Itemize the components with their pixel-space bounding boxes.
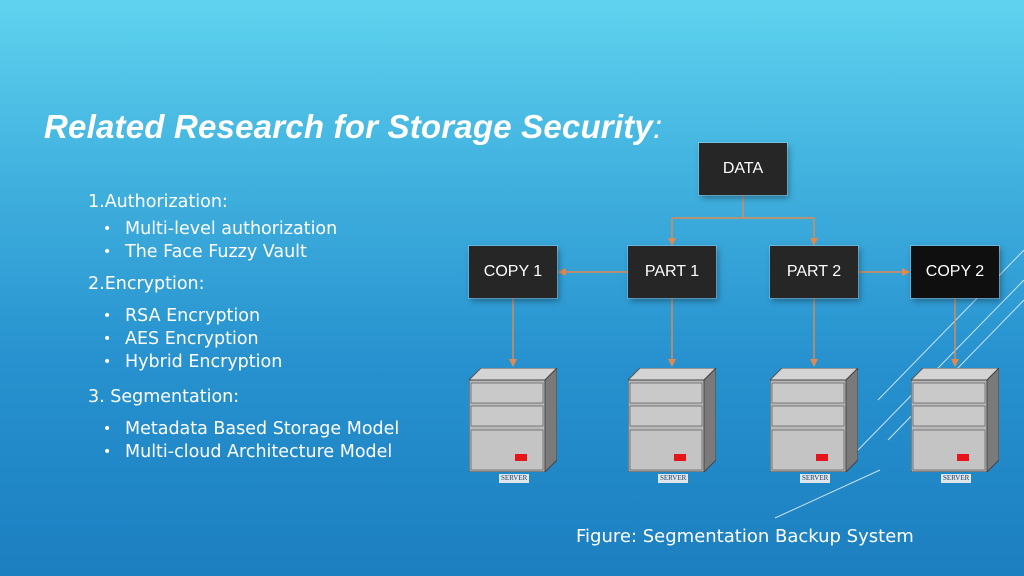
data-box: DATA	[699, 143, 787, 195]
bullet-hybrid-encryption: Hybrid Encryption	[103, 352, 282, 372]
bullet-aes-encryption: AES Encryption	[103, 329, 259, 349]
bullet-rsa-encryption: RSA Encryption	[103, 306, 260, 326]
bullet-multicloud-architecture-model: Multi-cloud Architecture Model	[103, 442, 392, 462]
part2-box: PART 2	[770, 246, 858, 298]
bullet-metadata-storage-model: Metadata Based Storage Model	[103, 419, 399, 439]
slide-title: Related Research for Storage Security:	[44, 108, 663, 145]
server-label: SERVER	[499, 474, 530, 483]
section-heading-authorization: 1.Authorization:	[88, 192, 228, 212]
section-heading-segmentation: 3. Segmentation:	[88, 387, 240, 407]
server-icon	[770, 368, 858, 472]
bullet-multilevel-authorization: Multi-level authorization	[103, 219, 337, 239]
copy2-box: COPY 2	[911, 246, 999, 298]
server-label: SERVER	[658, 474, 689, 483]
part1-box: PART 1	[628, 246, 716, 298]
server-icon	[628, 368, 716, 472]
bullet-face-fuzzy-vault: The Face Fuzzy Vault	[103, 242, 307, 262]
server-icon	[911, 368, 999, 472]
server-label: SERVER	[800, 474, 831, 483]
server-label: SERVER	[941, 474, 972, 483]
server-icon	[469, 368, 557, 472]
figure-caption: Figure: Segmentation Backup System	[576, 526, 914, 547]
copy1-box: COPY 1	[469, 246, 557, 298]
section-heading-encryption: 2.Encryption:	[88, 274, 205, 294]
